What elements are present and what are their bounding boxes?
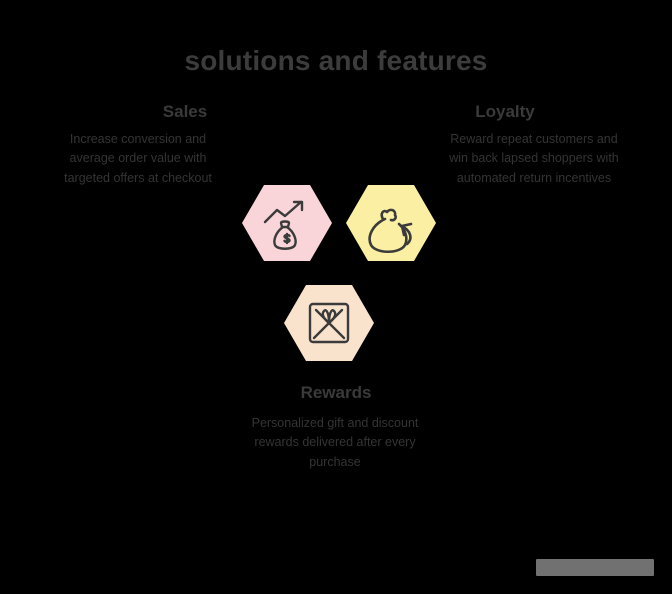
watermark-logo [536, 559, 654, 576]
badge-rewards[interactable] [283, 281, 375, 365]
column-heading-sales: Sales [162, 102, 208, 121]
column-body-rewards: Personalized gift and discount rewards d… [251, 416, 419, 469]
column-heading-rewards: Rewards [300, 383, 372, 402]
hexagon-shape-yellow [346, 185, 436, 261]
column-heading-loyalty: Loyalty [475, 102, 535, 121]
hexagon-shape-pink [242, 185, 332, 261]
badge-loyalty[interactable] [345, 181, 437, 265]
gift-box-icon [308, 302, 350, 344]
page-title: solutions and features [184, 45, 488, 76]
money-bag-growth-icon [263, 200, 304, 250]
column-body-sales: Increase conversion and average order va… [64, 132, 212, 185]
badge-sales[interactable] [241, 181, 333, 265]
column-body-loyalty: Reward repeat customers and win back lap… [449, 132, 619, 185]
money-bag-return-icon [368, 208, 413, 254]
